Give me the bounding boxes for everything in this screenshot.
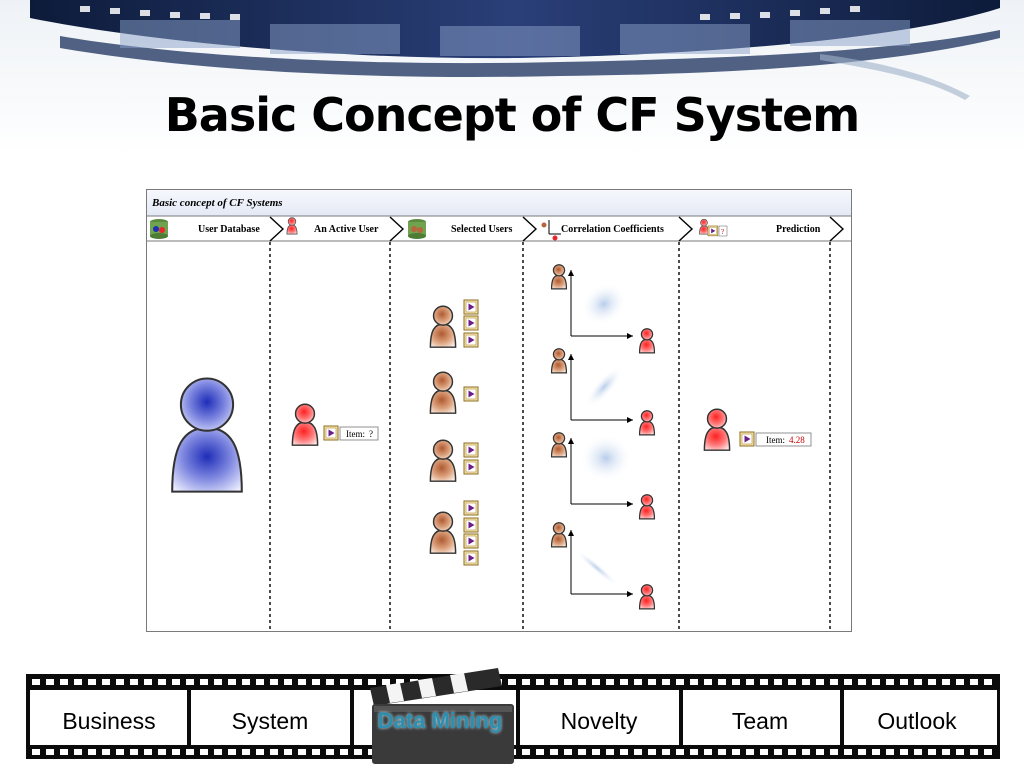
active-user-item-value: ?: [369, 429, 373, 439]
active-user-item-icon: [323, 425, 339, 441]
svg-text:?: ?: [721, 228, 724, 236]
prediction-item-icon: [739, 431, 755, 447]
film-strip-nav: [26, 668, 1000, 764]
step-label-user-database: User Database: [198, 224, 260, 235]
nav-item-system[interactable]: System: [231, 708, 309, 734]
nav-item-data-mining[interactable]: Data Mining: [377, 708, 503, 733]
page-title: Basic Concept of CF System: [164, 88, 860, 142]
database-icon: [150, 219, 168, 239]
correlation-icon: [541, 220, 561, 241]
step-label-selected-users: Selected Users: [451, 224, 512, 235]
prediction-item-label: Item:: [766, 435, 785, 445]
nav-item-business[interactable]: Business: [62, 708, 156, 734]
nav-item-team[interactable]: Team: [731, 708, 789, 734]
step-label-correlation: Correlation Coefficients: [561, 224, 664, 235]
step-label-active-user: An Active User: [314, 224, 379, 235]
clapperboard-icon: [370, 668, 514, 764]
step-label-prediction: Prediction: [776, 224, 821, 235]
selected-user-1-items: [463, 299, 479, 348]
prediction-icon: ?: [699, 218, 728, 237]
active-user-item-label: Item:: [346, 429, 365, 439]
correlation-plot-2: [550, 348, 656, 436]
nav-item-novelty[interactable]: Novelty: [560, 708, 638, 734]
selected-user-2-items: [463, 386, 479, 402]
prediction-item-value: 4.28: [789, 435, 805, 445]
film-strip-banner: [0, 0, 1024, 155]
correlation-plot-4: [550, 522, 656, 610]
cf-concept-diagram: Basic concept of CF Systems ? User Datab…: [146, 189, 852, 632]
correlation-plot-3: [550, 432, 656, 520]
nav-item-outlook[interactable]: Outlook: [877, 708, 957, 734]
users-database-icon: [408, 219, 426, 239]
diagram-caption: Basic concept of CF Systems: [151, 197, 283, 209]
correlation-plot-1: [550, 264, 656, 354]
